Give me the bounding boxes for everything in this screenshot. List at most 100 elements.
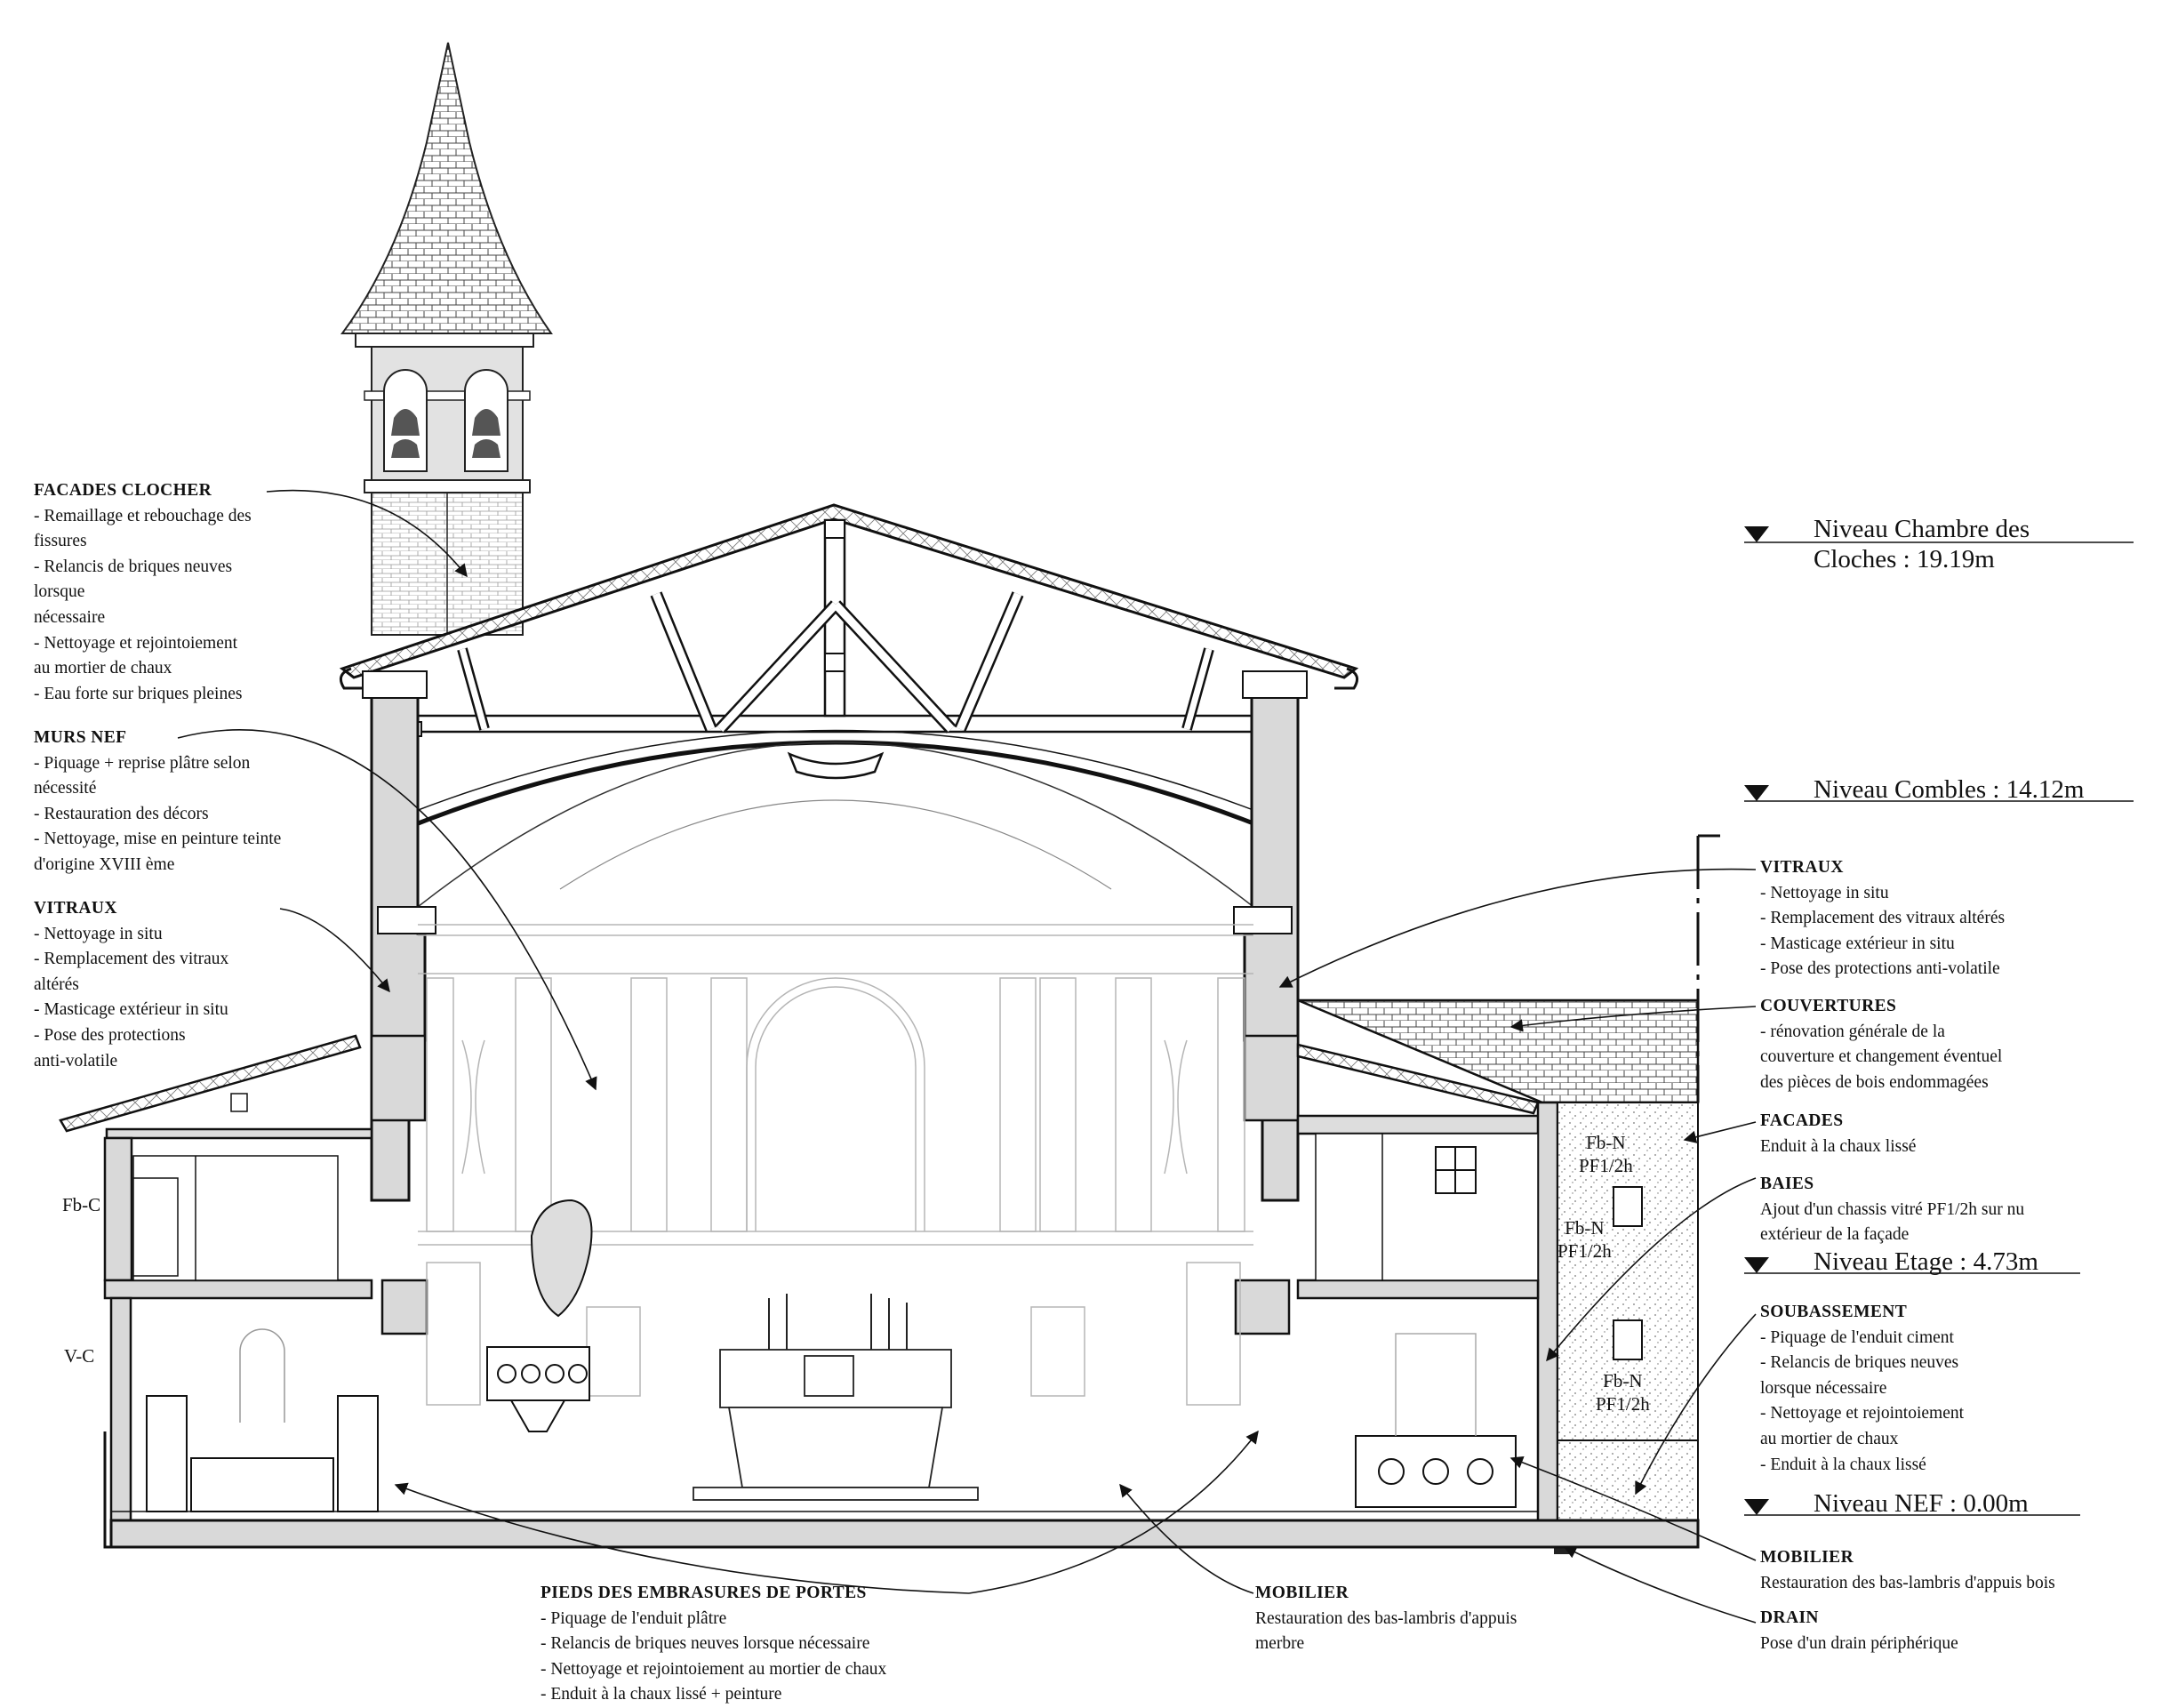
tag-pf: PF1/2h (1557, 1240, 1612, 1262)
note-line: - Pose des protections (34, 1025, 186, 1045)
note-baies: BAIES Ajout d'un chassis vitré PF1/2h su… (1760, 1172, 2024, 1248)
note-title: MOBILIER (1255, 1584, 1349, 1602)
spire (340, 42, 553, 334)
note-title: VITRAUX (1760, 858, 1844, 877)
note-line: - Remplacement des vitraux (34, 950, 229, 969)
left-chapel (59, 1034, 379, 1522)
note-vitraux-left: VITRAUX - Nettoyage in situ - Remplaceme… (34, 896, 228, 1074)
nave-walls (362, 670, 1308, 1335)
pulpit (486, 1199, 593, 1432)
leader-lines (177, 489, 1757, 1624)
note-line: - Nettoyage in situ (34, 924, 163, 943)
note-line: au mortier de chaux (34, 659, 172, 678)
tag-fb-n: Fb-N (1565, 1217, 1605, 1239)
tag-fb-n-3: Fb-N PF1/2h (1596, 1369, 1650, 1415)
level-nef: Niveau NEF : 0.00m (1814, 1488, 2029, 1519)
note-line: - Enduit à la chaux lissé + peinture (540, 1685, 782, 1704)
tag-pf: PF1/2h (1596, 1393, 1650, 1415)
note-couvertures: COUVERTURES - rénovation générale de la … (1760, 994, 2002, 1095)
note-line: - Masticage extérieur in situ (34, 1000, 228, 1020)
note-line: - Piquage de l'enduit plâtre (540, 1608, 727, 1628)
note-title: VITRAUX (34, 899, 117, 918)
note-line: - Nettoyage in situ (1760, 883, 1889, 902)
note-line: Pose d'un drain périphérique (1760, 1633, 1958, 1653)
note-line: au mortier de chaux (1760, 1429, 1899, 1448)
level-etage: Niveau Etage : 4.73m (1814, 1247, 2038, 1277)
note-line: lorsque (34, 582, 85, 602)
level-label: Cloches : 19.19m (1814, 545, 1995, 573)
level-chambre-cloches: Niveau Chambre des Cloches : 19.19m (1814, 514, 2030, 574)
level-label: Niveau NEF : 0.00m (1814, 1489, 2029, 1518)
note-title: MOBILIER (1760, 1548, 1854, 1567)
note-drain: DRAIN Pose d'un drain périphérique (1760, 1606, 1958, 1656)
note-line: lorsque nécessaire (1760, 1378, 1887, 1398)
level-label: Niveau Combles : 14.12m (1814, 775, 2085, 804)
note-line: - Masticage extérieur in situ (1760, 934, 1955, 953)
note-line: - Enduit à la chaux lissé (1760, 1455, 1926, 1474)
note-line: - Nettoyage et rejointoiement (1760, 1404, 1965, 1423)
note-line: merbre (1255, 1634, 1305, 1654)
note-title: SOUBASSEMENT (1760, 1303, 1908, 1321)
note-line: - Restauration des décors (34, 804, 209, 823)
note-facades-clocher: FACADES CLOCHER - Remaillage et reboucha… (34, 478, 252, 707)
note-line: - Remplacement des vitraux altérés (1760, 909, 2006, 928)
ground-slab (103, 1431, 1700, 1549)
tag-fb-n-2: Fb-N PF1/2h (1557, 1216, 1612, 1263)
note-line: - Nettoyage, mise en peinture teinte (34, 830, 282, 849)
tag-pf: PF1/2h (1579, 1155, 1633, 1176)
note-title: MURS NEF (34, 728, 127, 747)
note-line: - Piquage de l'enduit ciment (1760, 1327, 1954, 1347)
nave-vault-extrados (408, 740, 1263, 830)
note-line: - Piquage + reprise plâtre selon (34, 753, 251, 773)
note-line: - Remaillage et rebouchage des (34, 506, 252, 525)
level-combles: Niveau Combles : 14.12m (1814, 774, 2084, 805)
tag-fb-n-1: Fb-N PF1/2h (1579, 1131, 1633, 1177)
note-line: altérés (34, 974, 79, 994)
note-title: COUVERTURES (1760, 997, 1897, 1015)
note-title: DRAIN (1760, 1608, 1819, 1627)
note-line: des pièces de bois endommagées (1760, 1072, 1989, 1092)
note-line: - Relancis de briques neuves lorsque néc… (540, 1634, 870, 1654)
note-line: - Pose des protections anti-volatile (1760, 959, 2000, 979)
tag-v-c: V-C (64, 1345, 95, 1367)
level-label: Niveau Chambre des (1814, 515, 2030, 543)
note-line: d'origine XVIII ème (34, 854, 175, 874)
note-line: - rénovation générale de la (1760, 1022, 1945, 1041)
note-facades: FACADES Enduit à la chaux lissé (1760, 1109, 1916, 1159)
note-pieds-embrasures: PIEDS DES EMBRASURES DE PORTES - Piquage… (540, 1581, 886, 1708)
note-line: - Nettoyage et rejointoiement au mortier… (540, 1659, 887, 1679)
tag-fb-n: Fb-N (1603, 1370, 1643, 1391)
note-title: FACADES (1760, 1111, 1844, 1130)
right-annex (1296, 834, 1720, 1554)
note-line: - Relancis de briques neuves (34, 557, 233, 576)
note-line: - Eau forte sur briques pleines (34, 684, 243, 703)
bell-tower (340, 42, 553, 636)
note-title: PIEDS DES EMBRASURES DE PORTES (540, 1584, 867, 1602)
altar (693, 1294, 979, 1501)
tag-fb-n: Fb-N (1586, 1132, 1626, 1153)
note-mobilier-center: MOBILIER Restauration des bas-lambris d'… (1255, 1581, 1517, 1657)
note-line: nécessité (34, 779, 97, 798)
note-line: Restauration des bas-lambris d'appuis bo… (1760, 1573, 2055, 1592)
bell-opening-right (464, 369, 508, 472)
note-title: BAIES (1760, 1175, 1814, 1193)
level-label: Niveau Etage : 4.73m (1814, 1247, 2038, 1276)
note-title: FACADES CLOCHER (34, 481, 212, 500)
note-line: - Relancis de briques neuves (1760, 1353, 1959, 1373)
nave-elevation (418, 924, 1253, 1406)
note-line: Restauration des bas-lambris d'appuis (1255, 1608, 1517, 1628)
note-soubassement: SOUBASSEMENT - Piquage de l'enduit cimen… (1760, 1300, 1964, 1478)
note-murs-nef: MURS NEF - Piquage + reprise plâtre selo… (34, 726, 281, 878)
note-line: Ajout d'un chassis vitré PF1/2h sur nu (1760, 1199, 2025, 1219)
note-line: couverture et changement éventuel (1760, 1047, 2003, 1067)
note-line: - Nettoyage et rejointoiement (34, 633, 238, 653)
level-markers (1744, 526, 2134, 1516)
note-line: extérieur de la façade (1760, 1225, 1910, 1245)
note-line: anti-volatile (34, 1051, 118, 1071)
note-line: nécessaire (34, 607, 106, 627)
note-vitraux-right: VITRAUX - Nettoyage in situ - Remplaceme… (1760, 855, 2005, 982)
note-line: Enduit à la chaux lissé (1760, 1136, 1917, 1156)
tag-fb-c: Fb-C (62, 1194, 101, 1215)
bell-opening-left (383, 369, 428, 472)
